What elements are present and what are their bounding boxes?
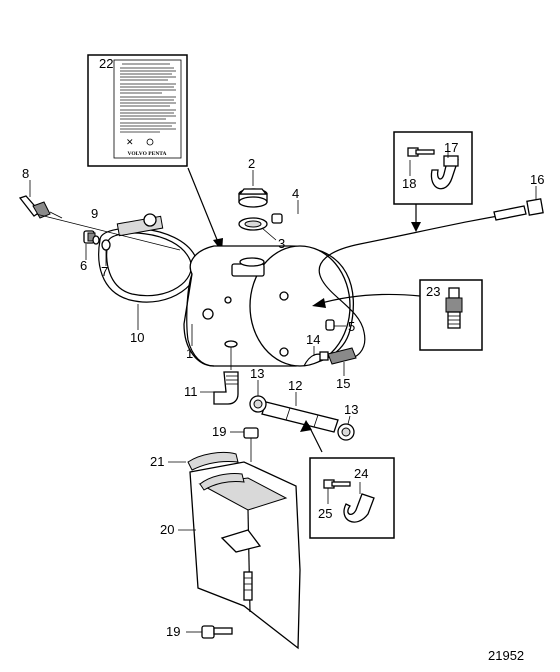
hose-clip-part-13a: [249, 395, 267, 413]
callout-23: 23: [426, 284, 440, 299]
callout-22: 22: [99, 56, 113, 71]
plug-part-5: [325, 319, 335, 331]
callout-21: 21: [150, 454, 164, 469]
hose-clip-part-13b: [337, 423, 355, 441]
connector-part-15: [327, 347, 357, 365]
callout-2: 2: [248, 156, 255, 171]
bracket-part-20: [189, 461, 301, 650]
bolt-part-25: [323, 479, 351, 489]
decal-label-inset: ✕ VOLVO PENTA: [87, 54, 188, 167]
leader-22: [187, 167, 223, 253]
tank-strap-part-10: [35, 213, 199, 303]
decal-symbol-x: ✕: [126, 137, 134, 147]
decal-text-lines: [120, 63, 176, 133]
bolt-part-18: [407, 147, 435, 157]
bolt-part-19b: [201, 625, 233, 639]
gasket-part-3: [238, 217, 268, 231]
callout-14: 14: [306, 332, 320, 347]
callout-24: 24: [354, 466, 368, 481]
sensor-part-8: [18, 195, 63, 219]
pipe-part-12: [261, 401, 339, 433]
callout-19a: 19: [212, 424, 226, 439]
arrow-clamp-bottom: [300, 420, 312, 432]
clamp-part-24: [343, 493, 375, 523]
callout-5: 5: [348, 319, 355, 334]
clamp-inset-bottom: [309, 457, 395, 539]
callout-25: 25: [318, 506, 332, 521]
callout-10: 10: [130, 330, 144, 345]
callout-18: 18: [402, 176, 416, 191]
callout-16: 16: [530, 172, 544, 187]
figure-number: 21952: [488, 648, 524, 663]
sensor-inset-23: [419, 279, 483, 351]
callout-12: 12: [288, 378, 302, 393]
callout-20: 20: [160, 522, 174, 537]
callout-6: 6: [80, 258, 87, 273]
leader-23: [317, 293, 421, 305]
callout-19b: 19: [166, 624, 180, 639]
vent-hose-part-4: [271, 213, 320, 237]
callout-13b: 13: [344, 402, 358, 417]
arrow-clamp-top: [411, 222, 421, 232]
clamp-inset-top: [393, 131, 473, 205]
decal-symbol-circle: [146, 138, 154, 146]
washer-part-7: [101, 239, 111, 251]
nut-part-6: [83, 230, 96, 244]
strap-pad-part-21: [187, 451, 245, 491]
callout-13a: 13: [250, 366, 264, 381]
arrow-23: [312, 298, 326, 308]
leader-3: [261, 227, 277, 241]
elbow-part-11: [213, 340, 239, 405]
callout-7: 7: [101, 264, 108, 279]
callout-17: 17: [444, 140, 458, 155]
callout-9: 9: [91, 206, 98, 221]
washer-part-9: [92, 235, 100, 245]
cable-part: [318, 198, 544, 359]
fuel-tank-part-1: [183, 245, 355, 367]
callout-11: 11: [184, 384, 198, 399]
filler-cap-part-2: [238, 188, 268, 208]
callout-labels: 8 9 6 7 10 22 2 4 3 5 1 17 18 16 23 14 1…: [22, 56, 544, 663]
callout-8: 8: [22, 166, 29, 181]
callout-4: 4: [292, 186, 299, 201]
callout-3: 3: [278, 236, 285, 251]
callout-1: 1: [186, 346, 193, 361]
decal-brand-logo: VOLVO PENTA: [127, 151, 166, 157]
callout-15: 15: [336, 376, 350, 391]
bolt-part-19a: [243, 427, 259, 462]
leader-13b: [347, 415, 351, 425]
